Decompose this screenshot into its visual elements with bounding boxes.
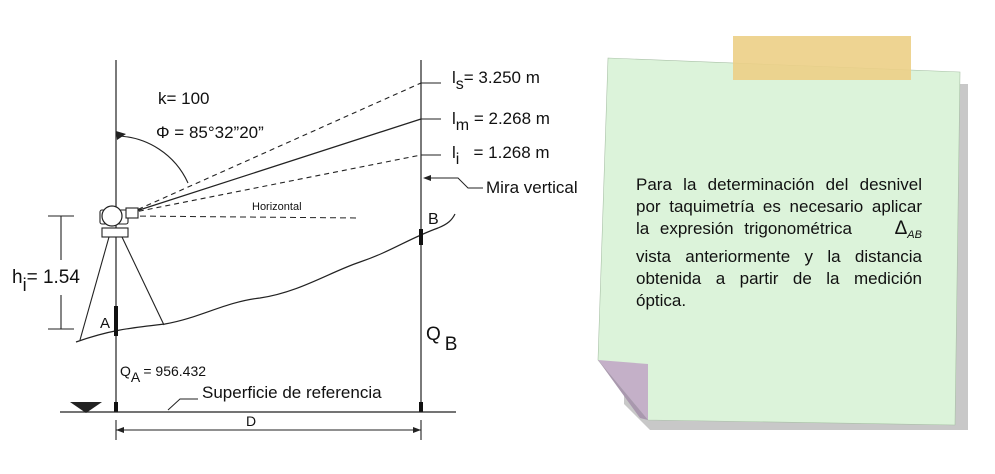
k-label: k= 100 [158,89,210,108]
reading-middle: lm = 2.268 m [452,109,550,134]
delta-symbol: Δ [894,218,908,239]
sticky-note [597,36,968,430]
ground-marker-a [114,402,118,412]
sight-line-upper [129,82,422,214]
horizontal-label: Horizontal [252,201,302,213]
ground-marker-b [419,402,423,412]
note-text: Para la determinación del desnivel por t… [636,174,922,312]
delta-ab-symbol: ΔAB [894,218,922,241]
zenith-arrow-head [116,131,126,140]
sight-line-middle [129,118,422,214]
distance-dimension [115,420,422,440]
point-b-label: B [428,211,439,228]
reference-leader [167,398,198,411]
distance-label: D [246,413,256,429]
note-text-after: vista anteriormente y la distancia obten… [636,247,922,310]
reading-upper: ls= 3.250 m [452,68,540,93]
hi-label: hi= 1.54 [12,267,80,295]
theodolite-icon [79,205,165,341]
hi-dimension [48,215,74,330]
mira-arrow-head [423,175,431,181]
note-fold-shade [598,360,648,420]
point-a-marker [114,306,118,336]
mira-vertical-label: Mira vertical [486,178,578,197]
horizontal-line [129,215,361,219]
note-tape [733,36,911,80]
terrain-profile [75,213,456,343]
reading-lower: li = 1.268 m [452,143,550,168]
reference-level-icon [70,402,102,413]
sight-line-lower [129,154,422,214]
qa-label: QA = 956.432 [120,363,206,385]
zenith-angle-arc [115,135,189,184]
point-b-marker [419,229,423,245]
reference-surface-label: Superficie de referencia [202,383,382,402]
note-text-before: Para la determinación del desnivel por t… [636,175,922,238]
delta-subscript: AB [907,229,922,241]
mira-leader [428,177,483,189]
point-a-label: A [100,315,110,332]
phi-label: Φ = 85°32”20” [156,123,264,142]
